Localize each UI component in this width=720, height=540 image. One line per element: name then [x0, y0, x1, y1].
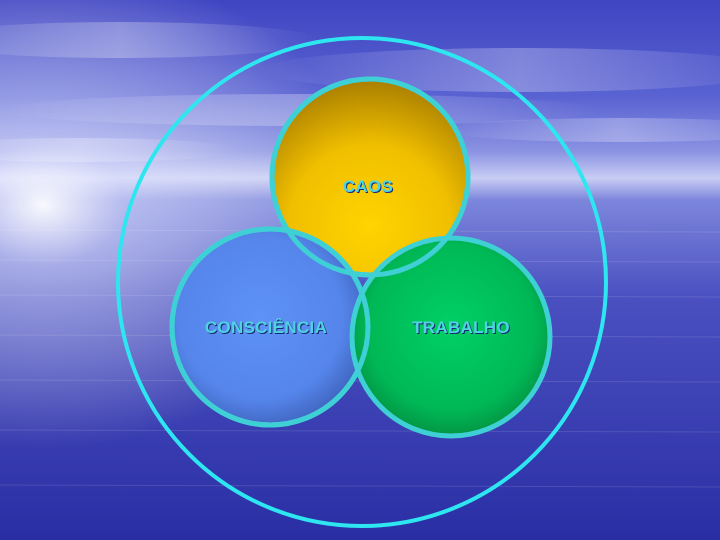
- label-trabalho-shadow: TRABALHO: [413, 319, 511, 338]
- circle-consciencia-outline: [169, 226, 371, 428]
- circle-trabalho: [349, 235, 553, 439]
- label-caos-shadow: CAOS: [344, 178, 394, 197]
- label-consciencia: CONSCIÊNCIA: [205, 318, 327, 337]
- outer-ring: [116, 36, 608, 528]
- label-caos: CAOS: [343, 177, 393, 196]
- circle-caos-outline: [269, 76, 471, 278]
- label-consciencia-shadow: CONSCIÊNCIA: [206, 319, 328, 338]
- label-trabalho: TRABALHO: [412, 318, 510, 337]
